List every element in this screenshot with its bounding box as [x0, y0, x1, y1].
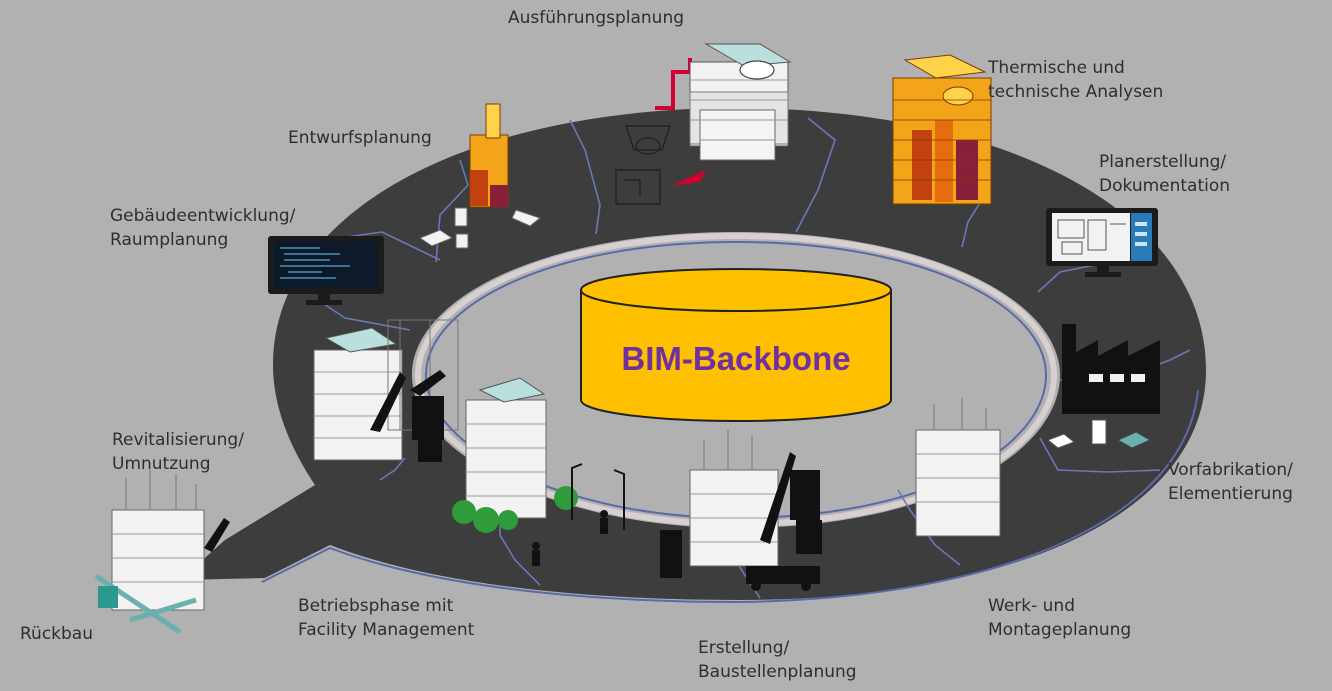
construction-building-icon: [660, 430, 822, 591]
phase-label-entwurfsplanung: Entwurfsplanung: [288, 128, 432, 148]
phase-label-thermische-analysen: Thermische und technische Analysen: [988, 58, 1164, 102]
phase-label-gebaeudeentwicklung: Gebäudeentwicklung/ Raumplanung: [110, 206, 296, 250]
ring-outer-blue-line: [261, 389, 1199, 604]
phase-label-werk-montageplanung: Werk- und Montageplanung: [988, 596, 1132, 640]
design-planning-icon: [418, 103, 542, 249]
documentation-monitor-icon: [1046, 208, 1158, 277]
phase-label-rueckbau: Rückbau: [20, 624, 93, 644]
plant-planning-building-icon: [915, 398, 1001, 537]
prefab-elements-icon: [1047, 419, 1152, 449]
phase-label-vorfabrikation: Vorfabrikation/ Elementierung: [1168, 460, 1293, 504]
phase-label-ausfuehrungsplanung: Ausführungsplanung: [508, 8, 685, 28]
operation-building-icon: [452, 377, 625, 566]
phase-label-planerstellung: Planerstellung/ Dokumentation: [1099, 152, 1231, 196]
demolition-building-icon: [94, 470, 230, 635]
bim-backbone-label: BIM-Backbone: [621, 340, 851, 377]
thermal-analysis-icon: [892, 54, 992, 205]
execution-planning-icon: [615, 43, 792, 205]
phase-label-revitalisierung: Revitalisierung/ Umnutzung: [112, 430, 244, 474]
revitalization-building-icon: [313, 319, 459, 462]
development-monitor-icon: [268, 236, 384, 305]
phase-label-betriebsphase: Betriebsphase mit Facility Management: [298, 596, 475, 640]
factory-icon: [1062, 324, 1160, 414]
bim-backbone-cylinder: [580, 268, 892, 422]
phase-label-erstellung: Erstellung/ Baustellenplanung: [698, 638, 857, 682]
